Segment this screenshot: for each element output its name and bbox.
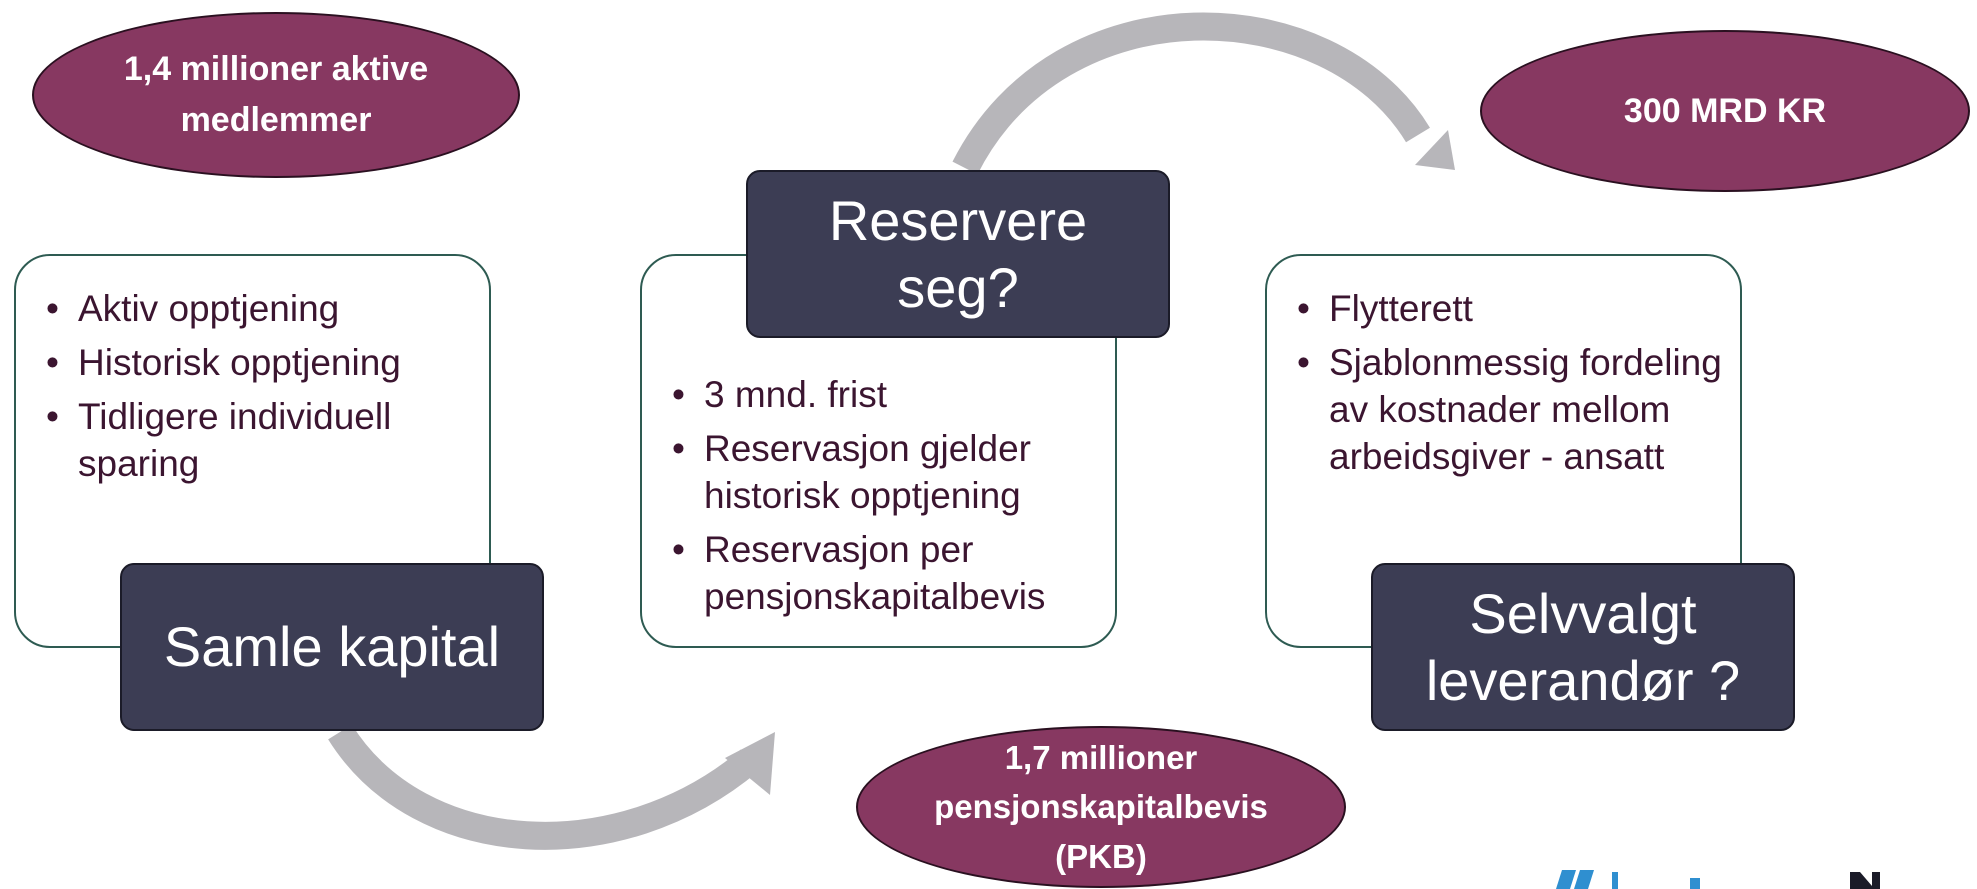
title-selvvalgt-leverandor: Selvvalgt leverandør ? [1371,563,1795,731]
title-samle-kapital-label: Samle kapital [163,615,501,679]
bullet-item: Reservasjon gjelder historisk opptjening [672,426,1097,520]
bullet-list: Aktiv opptjening Historisk opptjening Ti… [46,286,471,495]
oval-pkb: 1,7 millioner pensjonskapitalbevis (PKB) [856,726,1346,888]
oval-amount-label: 300 MRD KR [1623,91,1827,130]
arrow-reservere-to-leverandor [952,12,1430,175]
bullet-list: Flytterett Sjablonmessig fordeling av ko… [1297,286,1722,488]
brand-logo-fragment [1556,870,1880,889]
bullet-item: Reservasjon per pensjonskapitalbevis [672,527,1097,621]
bullet-item: Flytterett [1297,286,1722,333]
bullet-item: Aktiv opptjening [46,286,471,333]
arrow-head-bottom [725,732,775,795]
oval-pkb-label: 1,7 millioner pensjonskapitalbevis (PKB) [934,738,1268,875]
arrow-samle-to-reservere [328,724,760,850]
bullet-item: 3 mnd. frist [672,372,1097,419]
bullet-item: Historisk opptjening [46,340,471,387]
title-reservere-seg: Reservere seg? [746,170,1170,338]
title-samle-kapital: Samle kapital [120,563,544,731]
title-reservere-seg-label: Reservere seg? [828,188,1088,319]
oval-active-members-label: 1,4 millioner aktive medlemmer [123,50,429,139]
oval-active-members: 1,4 millioner aktive medlemmer [32,12,520,178]
bullet-list: 3 mnd. frist Reservasjon gjelder histori… [672,372,1097,628]
arrow-head-top [1415,130,1455,170]
oval-amount: 300 MRD KR [1480,30,1970,192]
bullet-item: Tidligere individuell sparing [46,394,471,488]
bullet-item: Sjablonmessig fordeling av kostnader mel… [1297,340,1722,481]
title-selvvalgt-leverandor-label: Selvvalgt leverandør ? [1425,581,1741,712]
